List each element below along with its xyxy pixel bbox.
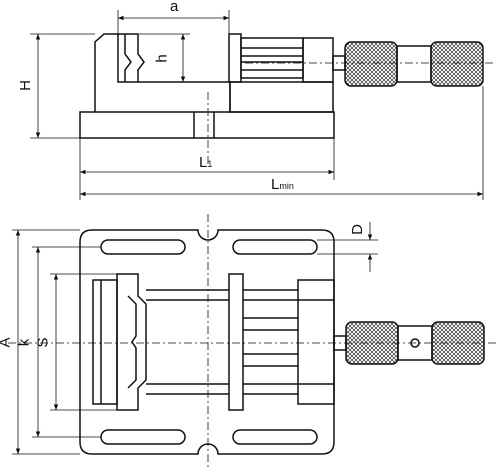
side-fixed-jaw — [94, 33, 231, 112]
label-A: A — [0, 337, 14, 347]
label-Lmin-main: L — [271, 176, 280, 193]
label-D: D — [348, 224, 366, 235]
side-handle-knurl-left — [344, 41, 398, 87]
label-L1-main: L — [199, 154, 208, 171]
top-moving-jaw — [228, 273, 244, 411]
label-h: h — [153, 54, 171, 63]
top-center-lines — [8, 214, 498, 468]
side-body — [229, 81, 334, 113]
top-slot-top-right — [232, 239, 318, 255]
label-a: a — [170, 0, 179, 15]
side-fixed-jaw-insert — [118, 33, 145, 82]
side-guide-rail — [240, 37, 304, 79]
side-view — [79, 33, 484, 139]
label-S: S — [34, 337, 52, 348]
label-L1-sub: 1 — [207, 159, 213, 169]
top-screw-block — [297, 279, 335, 405]
side-moving-jaw — [228, 33, 242, 83]
top-view — [79, 229, 485, 455]
top-fixed-jaw — [92, 279, 118, 405]
side-handle-shaft — [396, 45, 432, 83]
label-Lmin: Lmin — [271, 177, 294, 192]
side-dimensions — [30, 10, 484, 200]
side-center-lines — [207, 62, 495, 165]
top-slot-bottom-right — [232, 429, 318, 445]
top-base-plate — [79, 229, 335, 455]
top-dimensions — [12, 222, 378, 455]
side-screw-block — [302, 37, 334, 83]
label-k: k — [15, 338, 33, 347]
label-Lmin-sub: min — [279, 181, 294, 191]
label-L1: L1 — [199, 155, 212, 170]
side-handle-knurl-right — [430, 41, 484, 87]
top-slot-bottom-left — [100, 429, 186, 445]
top-jaw-insert — [116, 273, 147, 411]
side-base-plate — [79, 111, 335, 139]
top-slot-top-left — [100, 239, 186, 255]
label-H: H — [16, 80, 34, 91]
